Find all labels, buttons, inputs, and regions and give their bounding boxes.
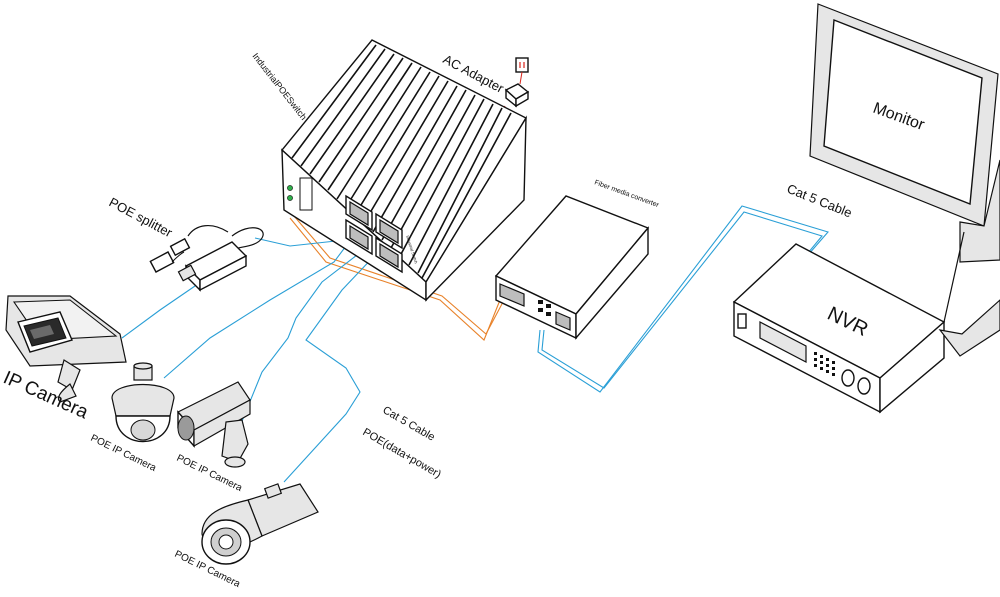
- switch-label: IndustrialPOESwitch: [250, 51, 308, 122]
- switch-rj45-ports: [345, 194, 403, 274]
- poe-splitter-label: POE splitter: [107, 194, 176, 240]
- heat-sink-fins: [291, 44, 512, 279]
- status-led-icon: [287, 185, 293, 191]
- poe-ip-camera-bullet: [201, 483, 319, 565]
- led-icon: [546, 312, 551, 316]
- poe-splitter: [149, 225, 264, 292]
- led-icon: [538, 308, 543, 312]
- cat5-cable-to-box-camera: [239, 244, 371, 427]
- led-icon: [546, 304, 551, 308]
- poe-ip-camera-box: [177, 381, 251, 468]
- industrial-poe-switch: Industrial Switch: [281, 39, 527, 302]
- cat5-cable-to-dome-camera: [163, 233, 356, 379]
- status-led-icon: [287, 195, 293, 201]
- nvr-vent-grille: [814, 352, 835, 376]
- nvr: [732, 243, 946, 414]
- cat5-cable-to-bullet-camera: [283, 251, 379, 483]
- power-terminal: [299, 177, 313, 211]
- nvr-knob-icon: [841, 369, 855, 387]
- ac-adapter: [504, 57, 530, 108]
- fiber-cable: [289, 215, 504, 341]
- cat5-cable-to-ip-camera: [121, 237, 346, 339]
- led-icon: [538, 300, 543, 304]
- ip-camera: [5, 295, 127, 403]
- nvr-knob-icon: [857, 377, 871, 395]
- fiber-media-converter: [494, 195, 650, 340]
- plug-icon: [515, 57, 529, 73]
- fiber-converter-label: Fiber media converter: [593, 179, 660, 209]
- cat5-cable-label: Cat 5 Cable: [785, 181, 854, 221]
- nvr-drive-bay: [759, 321, 807, 363]
- cat5-cable-switch-to-nvr: [537, 205, 829, 393]
- monitor: [809, 3, 1000, 357]
- nvr-power-button: [737, 313, 747, 329]
- cat5-poe-label-line1: Cat 5 Cable: [381, 404, 437, 443]
- poe-ip-camera-dome: [111, 362, 175, 443]
- rj45-port-icon: [555, 311, 571, 331]
